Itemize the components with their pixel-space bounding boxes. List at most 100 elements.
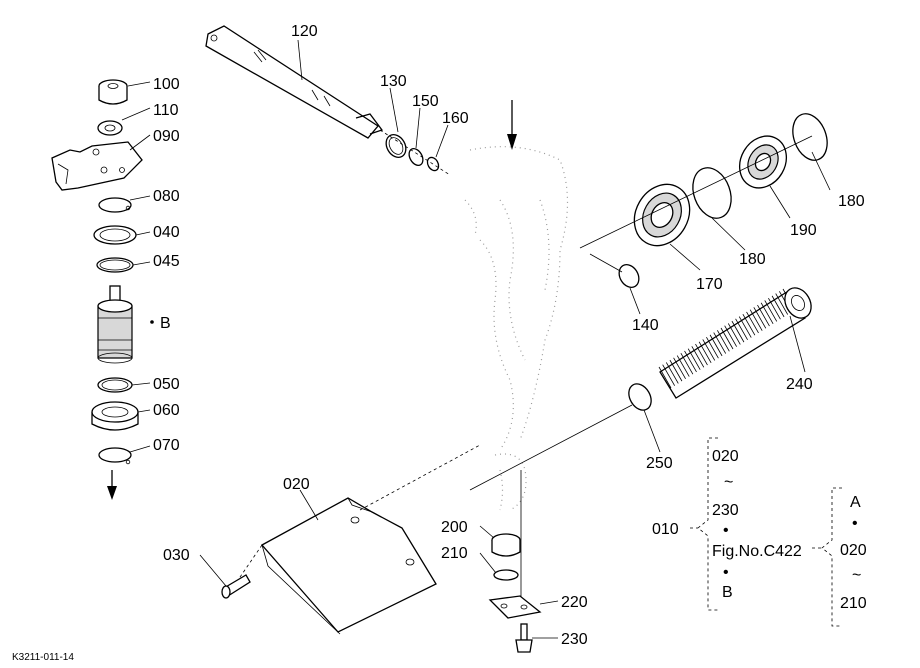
circlip-180-upper bbox=[792, 113, 828, 161]
cover-plate-020 bbox=[237, 444, 481, 635]
spring-coil bbox=[709, 334, 723, 357]
label-090: 090 bbox=[153, 128, 180, 145]
label-130: 130 bbox=[380, 73, 407, 90]
label-045: 045 bbox=[153, 253, 180, 270]
bearing-190 bbox=[738, 135, 788, 189]
snap-ring-140 bbox=[618, 264, 640, 288]
spring-coil bbox=[735, 318, 748, 341]
label-b: B bbox=[160, 315, 171, 332]
spring-coil bbox=[724, 325, 737, 347]
label-120: 120 bbox=[291, 23, 318, 40]
bolt-230 bbox=[515, 623, 533, 653]
bolt-030 bbox=[221, 574, 251, 599]
spring-240 bbox=[658, 287, 812, 399]
spring-coil bbox=[746, 311, 759, 334]
label-180-upper: 180 bbox=[838, 193, 865, 210]
spring-coil bbox=[691, 346, 705, 368]
o-ring-050 bbox=[97, 377, 133, 393]
circlip-070 bbox=[98, 447, 132, 465]
ring-axis-line bbox=[589, 253, 623, 273]
label-240: 240 bbox=[786, 376, 813, 393]
spring-coil bbox=[713, 332, 727, 354]
label-200: 200 bbox=[441, 519, 468, 536]
label-150: 150 bbox=[412, 93, 439, 110]
spring-coil bbox=[658, 366, 672, 389]
label-170: 170 bbox=[696, 276, 723, 293]
label-160: 160 bbox=[442, 110, 469, 127]
subassembly-b bbox=[97, 285, 133, 364]
spring-coil bbox=[684, 350, 697, 373]
down-arrow-center bbox=[507, 100, 517, 150]
washer-040 bbox=[93, 225, 137, 245]
spring-coil bbox=[702, 339, 716, 361]
legend-ref-b: B bbox=[722, 584, 733, 601]
label-190: 190 bbox=[790, 222, 817, 239]
o-ring-250 bbox=[628, 383, 652, 411]
label-100: 100 bbox=[153, 76, 180, 93]
label-180-lower: 180 bbox=[739, 251, 766, 268]
legend-bullet-2: • bbox=[723, 564, 729, 581]
legend-brackets bbox=[690, 437, 842, 627]
spring-coil bbox=[742, 314, 756, 336]
spring-coil bbox=[687, 348, 701, 370]
washer-110 bbox=[97, 120, 123, 136]
label-110: 110 bbox=[153, 102, 179, 119]
legend-tilde-1: ~ bbox=[724, 474, 733, 491]
legend-range-start: 020 bbox=[712, 448, 739, 465]
plate-220 bbox=[488, 595, 542, 619]
circlip-080 bbox=[98, 197, 132, 213]
plug-200 bbox=[491, 533, 521, 557]
spring-coil bbox=[717, 330, 730, 352]
legend-bullet-3: • bbox=[852, 515, 858, 532]
label-230: 230 bbox=[561, 631, 588, 648]
spring-coil bbox=[768, 297, 781, 320]
spring-coil bbox=[775, 293, 789, 315]
spring-coil bbox=[720, 327, 734, 350]
legend-range-end: 230 bbox=[712, 502, 739, 519]
leader-lines bbox=[121, 39, 831, 639]
lever-090 bbox=[51, 141, 143, 191]
legend-range2-end: 210 bbox=[840, 595, 867, 612]
spring-coil bbox=[738, 316, 752, 338]
part-labels: 120 130 150 160 100 110 090 080 040 045 … bbox=[153, 23, 865, 648]
spring-coil bbox=[764, 300, 778, 322]
spring-coil bbox=[665, 362, 679, 384]
label-220: 220 bbox=[561, 594, 588, 611]
spring-coil bbox=[731, 320, 745, 343]
bearing-170 bbox=[633, 183, 691, 247]
label-040: 040 bbox=[153, 224, 180, 241]
label-250: 250 bbox=[646, 455, 673, 472]
spring-coil bbox=[673, 357, 686, 380]
spring-coil bbox=[676, 355, 690, 377]
bearing-axis-line bbox=[579, 135, 813, 249]
spring-coil bbox=[771, 295, 785, 318]
snap-ring-130 bbox=[385, 134, 407, 158]
legend-tilde-2: ~ bbox=[852, 567, 861, 584]
label-070: 070 bbox=[153, 437, 180, 454]
legend: 010 020 ~ 230 • Fig.No.C422 • B A • 020 … bbox=[652, 448, 867, 612]
circlip-180-lower bbox=[692, 167, 732, 219]
o-ring-210 bbox=[493, 569, 519, 581]
spring-coil bbox=[669, 359, 683, 382]
spring-coil bbox=[760, 302, 774, 324]
label-020: 020 bbox=[283, 476, 310, 493]
spring-coil bbox=[757, 304, 770, 327]
down-arrow-left bbox=[107, 470, 117, 500]
o-ring-160 bbox=[426, 156, 440, 172]
legend-fig-ref: Fig.No.C422 bbox=[712, 543, 802, 560]
housing-outline bbox=[464, 146, 569, 511]
o-ring-045 bbox=[96, 257, 134, 273]
collar-100 bbox=[98, 79, 128, 105]
spring-coil bbox=[753, 307, 767, 329]
spring-coil bbox=[662, 364, 675, 386]
label-210: 210 bbox=[441, 545, 468, 562]
shaft-120 bbox=[205, 25, 451, 176]
legend-ref-a: A bbox=[850, 494, 861, 511]
spring-coil bbox=[727, 323, 741, 345]
legend-range2-start: 020 bbox=[840, 542, 867, 559]
spring-coil bbox=[695, 343, 708, 366]
bearing-060 bbox=[91, 401, 139, 431]
spring-axis-line bbox=[469, 404, 633, 491]
